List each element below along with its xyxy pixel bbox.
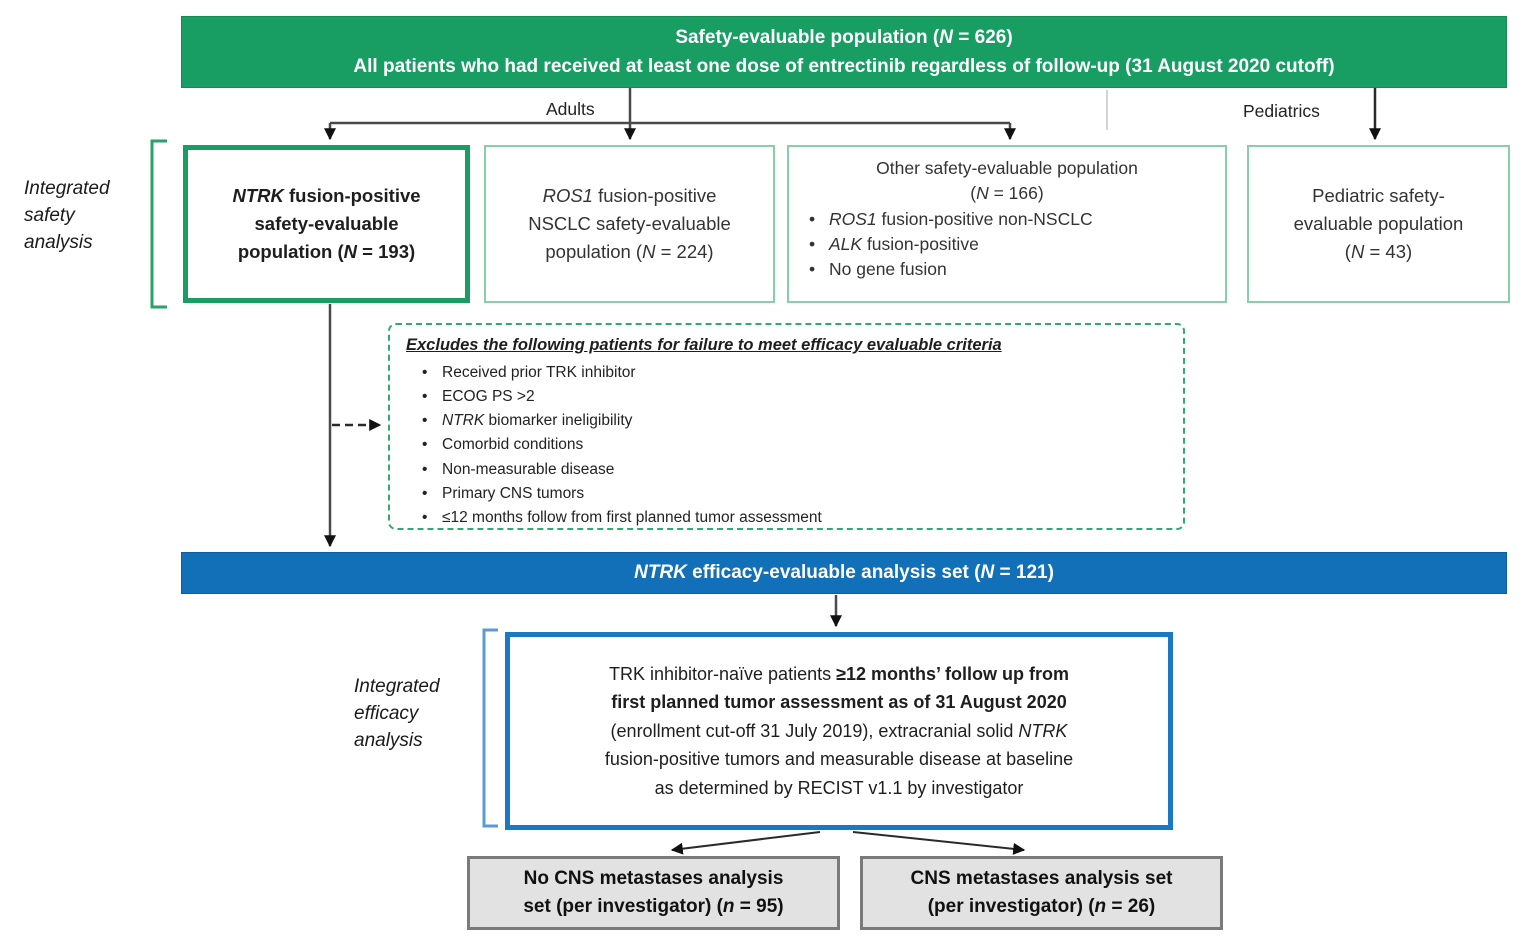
list-item: ECOG PS >2	[416, 385, 822, 409]
exclusion-criteria-box: Excludes the following patients for fail…	[388, 323, 1185, 530]
list-item: ALK fusion-positive	[803, 232, 1093, 257]
cns-metastases-text: CNS metastases analysis set(per investig…	[910, 868, 1173, 917]
ntrk-efficacy-analysis-set-text: NTRK efficacy-evaluable analysis set (N …	[634, 562, 1054, 583]
safety-population-header: Safety-evaluable population (N = 626) Al…	[181, 16, 1507, 88]
exclusion-criteria-list: Received prior TRK inhibitor ECOG PS >2 …	[406, 361, 822, 529]
arrow-to-no-cns-box	[670, 831, 821, 855]
list-item: NTRK biomarker ineligibility	[416, 409, 822, 433]
header-line1: Safety-evaluable population (N = 626)	[675, 26, 1013, 48]
cns-metastases-box: CNS metastases analysis set(per investig…	[860, 856, 1223, 930]
other-safety-population-list: ROS1 fusion-positive non-NSCLC ALK fusio…	[789, 207, 1093, 282]
efficacy-criteria-box: TRK inhibitor-naïve patients ≥12 months’…	[505, 632, 1173, 830]
list-item: ≤12 months follow from first planned tum…	[416, 506, 822, 530]
list-item: No gene fusion	[803, 257, 1093, 282]
pediatric-safety-population-box: Pediatric safety-evaluable population(N …	[1247, 145, 1510, 303]
efficacy-bracket	[482, 628, 498, 828]
arrow-to-cns-box	[852, 831, 1026, 855]
list-item: ROS1 fusion-positive non-NSCLC	[803, 207, 1093, 232]
adults-label: Adults	[546, 99, 595, 119]
header-line2: All patients who had received at least o…	[353, 56, 1335, 77]
pediatric-safety-population-text: Pediatric safety-evaluable population(N …	[1293, 185, 1464, 262]
ntrk-efficacy-analysis-set-bar: NTRK efficacy-evaluable analysis set (N …	[181, 552, 1507, 594]
list-item: Non-measurable disease	[416, 458, 822, 482]
efficacy-criteria-text: TRK inhibitor-naïve patients ≥12 months’…	[604, 663, 1074, 798]
safety-bracket	[150, 139, 167, 309]
exclusion-criteria-title: Excludes the following patients for fail…	[406, 336, 1002, 354]
list-item: Primary CNS tumors	[416, 482, 822, 506]
pediatrics-label: Pediatrics	[1243, 101, 1320, 121]
list-item: Comorbid conditions	[416, 433, 822, 457]
list-item: Received prior TRK inhibitor	[416, 361, 822, 385]
other-safety-population-title: Other safety-evaluable population(N = 16…	[876, 158, 1138, 203]
adult-branch-line	[330, 88, 1010, 125]
other-safety-population-box: Other safety-evaluable population(N = 16…	[787, 145, 1227, 303]
